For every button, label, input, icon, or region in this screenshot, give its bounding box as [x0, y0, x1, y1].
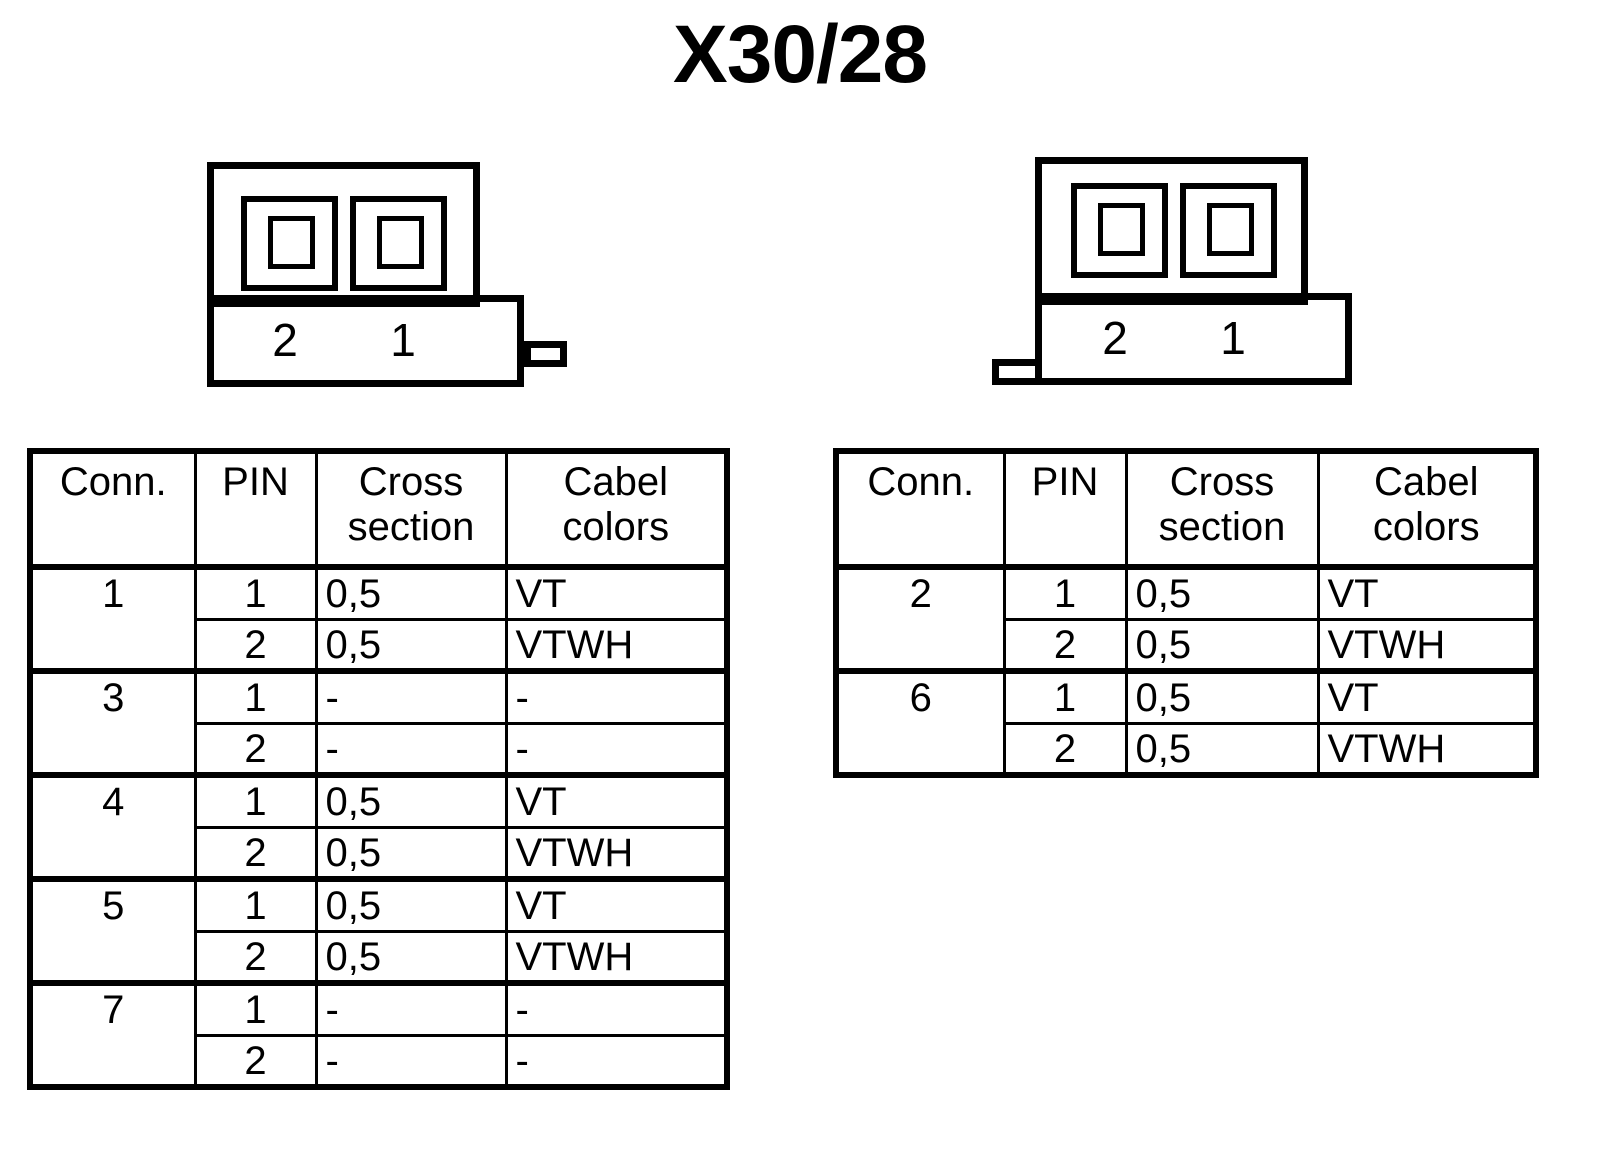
cell-pin: 1 [193, 772, 318, 829]
cell-cabel-color: VTWH [1316, 721, 1538, 777]
cell-cabel-color: - [504, 1033, 729, 1089]
table-row: 2-- [30, 1033, 729, 1089]
cell-cross-section: 0,5 [314, 825, 508, 881]
column-header-pin: PIN [193, 449, 318, 569]
cell-pin: 2 [193, 1033, 318, 1089]
cell-pin: 1 [193, 980, 318, 1037]
column-header-conn: Conn. [834, 449, 1006, 569]
cell-cabel-color: VT [504, 772, 729, 829]
cell-conn: 1 [28, 564, 197, 673]
column-header-cabel-colors: Cabel colors [1316, 449, 1538, 569]
column-header-cabel-colors: Cabel colors [504, 449, 729, 569]
connector-left-pin-label-2: 2 [272, 314, 298, 366]
cell-pin: 1 [193, 876, 318, 933]
connector-left-diagram: 2 1 [200, 155, 580, 395]
connector-right-socket-2-outer [1071, 183, 1168, 278]
cell-cabel-color: VTWH [504, 825, 729, 881]
cell-cross-section: 0,5 [314, 772, 508, 829]
cell-pin: 2 [193, 929, 318, 985]
cell-cross-section: 0,5 [314, 876, 508, 933]
cell-cross-section: 0,5 [314, 929, 508, 985]
cell-cross-section: 0,5 [1124, 721, 1320, 777]
connector-right-body [1035, 293, 1352, 385]
cell-pin: 2 [1002, 617, 1128, 673]
column-header-cross-section: Cross section [1124, 449, 1320, 569]
connector-left-socket-1-inner [377, 216, 424, 269]
cell-pin: 1 [193, 564, 318, 621]
cell-conn: 5 [28, 876, 197, 985]
connector-right-socket-1-inner [1207, 203, 1254, 256]
connector-right-socket-1-outer [1180, 183, 1277, 278]
cell-pin: 1 [1002, 668, 1128, 725]
cell-cross-section: 0,5 [1124, 564, 1320, 621]
cell-cross-section: - [314, 1033, 508, 1089]
cell-cabel-color: VT [1316, 668, 1538, 725]
cell-conn: 3 [28, 668, 197, 777]
cell-cross-section: 0,5 [314, 617, 508, 673]
cell-cross-section: 0,5 [1124, 617, 1320, 673]
cell-cabel-color: VTWH [1316, 617, 1538, 673]
cell-pin: 2 [193, 721, 318, 777]
column-header-conn: Conn. [28, 449, 197, 569]
column-header-pin: PIN [1002, 449, 1128, 569]
connector-left-housing [207, 162, 480, 307]
connector-left-locking-tab [524, 341, 567, 367]
table-row: 2-- [30, 721, 729, 777]
connector-right-housing [1035, 157, 1308, 305]
connector-left-socket-1-outer [350, 196, 447, 291]
connector-right-pin-label-2: 2 [1102, 312, 1128, 364]
cell-cabel-color: - [504, 668, 729, 725]
cell-cross-section: 0,5 [1124, 668, 1320, 725]
cell-cabel-color: VT [504, 564, 729, 621]
connector-left-socket-2-inner [268, 216, 315, 269]
cell-pin: 2 [193, 825, 318, 881]
page-title: X30/28 [673, 9, 928, 100]
cell-conn: 6 [834, 668, 1006, 777]
cell-cross-section: 0,5 [314, 564, 508, 621]
connector-left-socket-2-outer [241, 196, 338, 291]
cell-cross-section: - [314, 668, 508, 725]
column-header-cross-section: Cross section [314, 449, 508, 569]
cell-cabel-color: VT [504, 876, 729, 933]
cell-cabel-color: - [504, 980, 729, 1037]
table-header-row: Conn. PIN Cross section Cabel colors [28, 449, 729, 569]
connector-right-pin-label-1: 1 [1220, 312, 1246, 364]
table-header-row: Conn. PIN Cross section Cabel colors [834, 449, 1538, 569]
cell-cabel-color: - [504, 721, 729, 777]
cell-cross-section: - [314, 980, 508, 1037]
cell-conn: 4 [28, 772, 197, 881]
cell-cabel-color: VT [1316, 564, 1538, 621]
cell-pin: 2 [1002, 721, 1128, 777]
cell-cross-section: - [314, 721, 508, 777]
cell-pin: 2 [193, 617, 318, 673]
cell-cabel-color: VTWH [504, 617, 729, 673]
connector-left-pin-label-1: 1 [390, 314, 416, 366]
connector-left-body [207, 295, 524, 387]
cell-cabel-color: VTWH [504, 929, 729, 985]
connector-right-diagram: 2 1 [985, 150, 1365, 395]
cell-conn: 7 [28, 980, 197, 1089]
cell-conn: 2 [834, 564, 1006, 673]
connector-right-locking-tab [992, 359, 1042, 385]
cell-pin: 1 [1002, 564, 1128, 621]
connector-right-socket-2-inner [1098, 203, 1145, 256]
cell-pin: 1 [193, 668, 318, 725]
